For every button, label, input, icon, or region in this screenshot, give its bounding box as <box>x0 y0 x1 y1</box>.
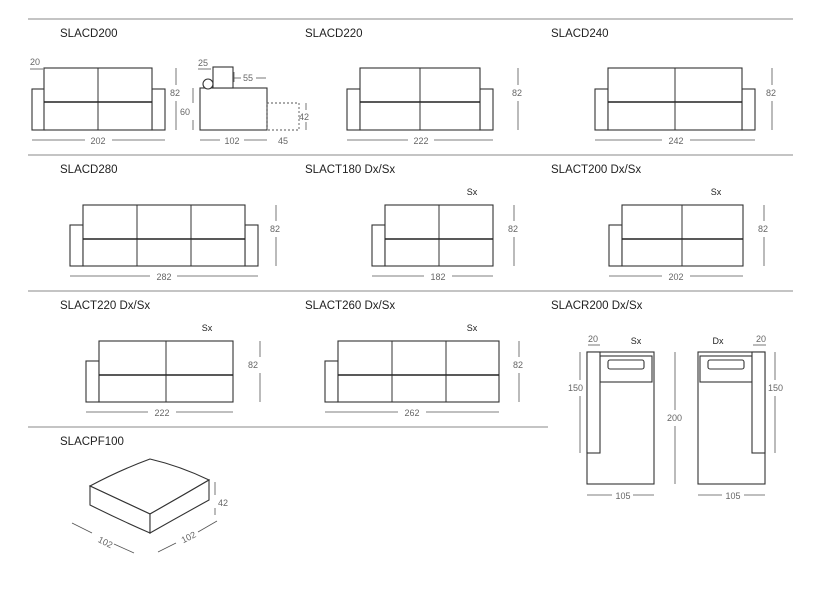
side-label-slact200: Sx <box>711 187 722 197</box>
dim-slact200-width: 202 <box>668 272 683 282</box>
title-slacd220: SLACD220 <box>305 28 363 40</box>
title-slacd200: SLACD200 <box>60 28 118 40</box>
slacd200-side-view: 25 55 60 42 102 45 <box>180 58 309 146</box>
module-slact220: SLACT220 Dx/Sx Sx 222 82 <box>60 300 261 418</box>
module-slacpf100: SLACPF100 42 102 102 <box>60 436 228 554</box>
dim-slacd220-width: 222 <box>413 136 428 146</box>
dim-slacd280-height: 82 <box>270 224 280 234</box>
ottoman-isometric <box>88 458 211 534</box>
dim-slacpf100-height: 42 <box>218 498 228 508</box>
dim-slacd200-width: 202 <box>90 136 105 146</box>
title-slacpf100: SLACPF100 <box>60 436 124 448</box>
side-label-slact180: Sx <box>467 187 478 197</box>
dim-slacd200-height: 82 <box>170 88 180 98</box>
title-slacd240: SLACD240 <box>551 28 609 40</box>
dim-slact260-height: 82 <box>513 360 523 370</box>
dim-slacd200-seat-depth: 55 <box>243 73 253 83</box>
dim-slacd200-arm: 20 <box>30 57 40 67</box>
side-label-slact260: Sx <box>467 323 478 333</box>
dim-slacd200-depth: 102 <box>224 136 239 146</box>
title-slact180: SLACT180 Dx/Sx <box>305 164 395 176</box>
title-slact260: SLACT260 Dx/Sx <box>305 300 395 312</box>
dim-slacd240-height: 82 <box>766 88 776 98</box>
module-slact200: SLACT200 Dx/Sx Sx 202 82 <box>551 164 768 282</box>
dim-slacpf100-width: 102 <box>96 534 114 550</box>
module-slacd200: SLACD200 20 202 82 25 55 60 <box>30 28 309 146</box>
dim-slact180-width: 182 <box>430 272 445 282</box>
module-slact260: SLACT260 Dx/Sx Sx 262 82 <box>305 300 523 418</box>
slacr200-chaise-dx: 20 Dx 150 105 <box>697 334 783 501</box>
dim-slacr200-total-length: 200 <box>667 413 682 423</box>
dim-slact260-width: 262 <box>404 408 419 418</box>
dim-slacr200-width-left: 105 <box>615 491 630 501</box>
title-slacr200: SLACR200 Dx/Sx <box>551 300 643 312</box>
dim-slacd220-height: 82 <box>512 88 522 98</box>
dim-slact220-width: 222 <box>154 408 169 418</box>
dim-slacd200-ext-height: 42 <box>299 112 309 122</box>
dim-slacr200-arm-right: 20 <box>756 334 766 344</box>
dim-slacd200-ext-depth: 45 <box>278 136 288 146</box>
slacr200-chaise-sx: 20 Sx 150 105 <box>568 334 655 501</box>
dim-slacr200-length-right: 150 <box>768 383 783 393</box>
dim-slacd200-seat-height: 60 <box>180 107 190 117</box>
side-label-slacr200-sx: Sx <box>631 336 642 346</box>
module-slacr200: SLACR200 Dx/Sx 20 Sx 150 105 200 20 Dx <box>551 300 783 501</box>
module-slacd220: SLACD220 222 82 <box>305 28 522 146</box>
dim-slacr200-arm-left: 20 <box>588 334 598 344</box>
dim-slacd200-back: 25 <box>198 58 208 68</box>
dim-slacd240-width: 242 <box>668 136 683 146</box>
dim-slacd280-width: 282 <box>156 272 171 282</box>
title-slacd280: SLACD280 <box>60 164 118 176</box>
side-label-slact220: Sx <box>202 323 213 333</box>
title-slact220: SLACT220 Dx/Sx <box>60 300 150 312</box>
side-label-slacr200-dx: Dx <box>713 336 724 346</box>
dim-slacpf100-depth: 102 <box>180 529 198 545</box>
module-slact180: SLACT180 Dx/Sx Sx 182 82 <box>305 164 518 282</box>
dim-slacr200-width-right: 105 <box>725 491 740 501</box>
dim-slacr200-length-left: 150 <box>568 383 583 393</box>
dim-slact200-height: 82 <box>758 224 768 234</box>
title-slact200: SLACT200 Dx/Sx <box>551 164 641 176</box>
module-slacd240: SLACD240 242 82 <box>551 28 776 146</box>
dim-slact180-height: 82 <box>508 224 518 234</box>
dim-slact220-height: 82 <box>248 360 258 370</box>
module-slacd280: SLACD280 282 82 <box>60 164 280 282</box>
